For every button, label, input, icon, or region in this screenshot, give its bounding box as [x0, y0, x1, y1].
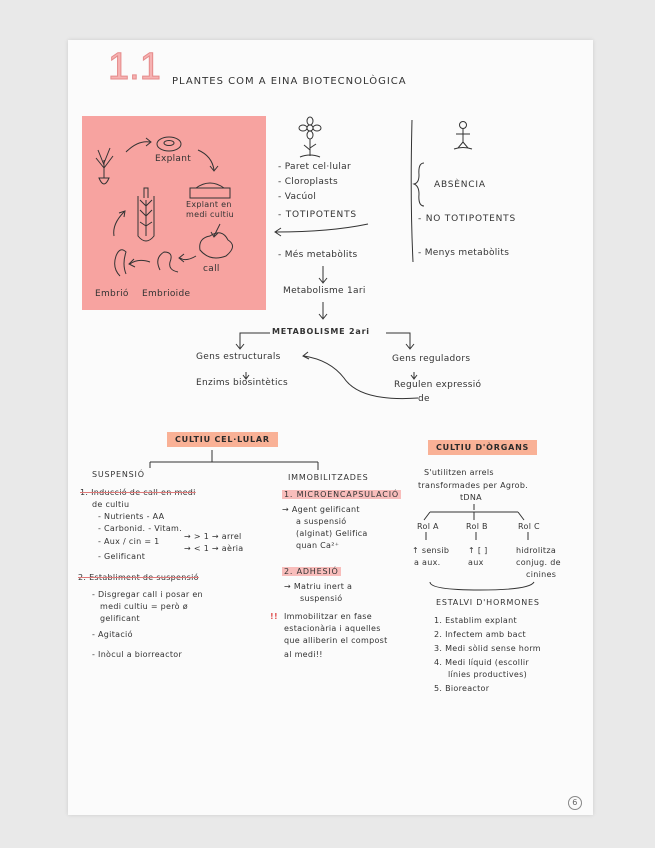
organs-c-2: conjug. de — [516, 558, 561, 567]
cultiu-organs-box: CULTIU D'ÒRGANS — [428, 440, 538, 455]
immob-matriu-2: suspensió — [300, 594, 343, 603]
immob-micro: 1. MICROENCAPSULACIÓ — [282, 490, 401, 499]
organs-step-5: 5. Bioreactor — [434, 684, 490, 693]
susp-disgregar-2: medi cultiu = però ø — [100, 602, 188, 611]
regulen-de: de — [418, 394, 430, 404]
susp-step2: 2. Establiment de suspensió — [78, 573, 199, 582]
animal-menys-metabolits: - Menys metabòlits — [418, 248, 510, 258]
enzims-biosintetics: Enzims biosintètics — [196, 378, 288, 388]
susp-aux-gt: → > 1 → arrel — [184, 532, 242, 541]
organs-b-1: ↑ [ ] — [468, 546, 488, 555]
organs-rol-a: Rol A — [417, 522, 439, 531]
organs-a-2: a aux. — [414, 558, 441, 567]
organs-tdna: tDNA — [460, 493, 482, 502]
animal-absencia: ABSÈNCIA — [434, 180, 486, 190]
cultiu-cellular-box: CULTIU CEL·LULAR — [167, 432, 278, 447]
susp-step1-b: de cultiu — [92, 500, 130, 509]
susp-aux: - Aux / cin = 1 — [98, 537, 160, 546]
label-embrio: Embrió — [95, 289, 129, 299]
immob-title: IMMOBILITZADES — [288, 473, 369, 482]
organs-step-4: 4. Medi líquid (escollir — [434, 658, 529, 667]
susp-step2-text: 2. Establiment de suspensió — [78, 573, 199, 582]
susp-gelificant: - Gelificant — [98, 552, 146, 561]
organs-utilitzen-2: transformades per Agrob. — [418, 481, 529, 490]
immob-warning-icon: !! — [270, 612, 278, 621]
suspensio-title: SUSPENSIÓ — [92, 470, 145, 479]
label-explant-medi-2: medi cultiu — [186, 210, 234, 219]
gens-reguladors: Gens reguladors — [392, 354, 471, 364]
immob-agent-4: quan Ca²⁺ — [296, 541, 340, 550]
organs-step-2: 2. Infectem amb bact — [434, 630, 526, 639]
flower-icon — [298, 116, 322, 158]
immob-agent-3: (alginat) Gelifica — [296, 529, 368, 538]
immob-agent-2: a suspensió — [296, 517, 347, 526]
plant-item-cloroplasts: - Cloroplasts — [278, 177, 338, 187]
column-divider — [410, 119, 414, 263]
cycle-drawings — [95, 136, 233, 277]
susp-disgregar-1: - Disgregar call i posar en — [92, 590, 203, 599]
label-explant-medi-1: Explant en — [186, 200, 232, 209]
immob-warn-4: al medi!! — [284, 650, 323, 659]
susp-nutrients: - Nutrients - AA — [98, 512, 165, 521]
immob-matriu-1: → Matriu inert a — [284, 582, 353, 591]
organs-step-4b: línies productives) — [448, 670, 528, 679]
immob-warn-3: que alliberin el compost — [284, 636, 388, 645]
organs-b-2: aux — [468, 558, 484, 567]
immob-agent-1: → Agent gelificant — [282, 505, 360, 514]
plant-item-vacuol: - Vacúol — [278, 192, 317, 202]
susp-carbonid: - Carbonid. - Vitam. — [98, 524, 182, 533]
susp-disgregar-3: gelificant — [100, 614, 140, 623]
plant-item-paret: - Paret cel·lular — [278, 162, 351, 172]
label-explant: Explant — [155, 154, 192, 164]
organs-utilitzen-1: S'utilitzen arrels — [424, 468, 494, 477]
organs-rol-b: Rol B — [466, 522, 488, 531]
brace — [412, 162, 425, 207]
person-icon — [453, 121, 473, 150]
metabolisme-2ari: METABOLISME 2ari — [272, 327, 370, 336]
susp-inocul: - Inòcul a biorreactor — [92, 650, 183, 659]
plant-item-totipotents: - TOTIPOTENTS — [278, 210, 357, 220]
regulen-expressio: Regulen expressió — [394, 380, 482, 390]
gens-estructurals: Gens estructurals — [196, 352, 281, 362]
susp-agitacio: - Agitació — [92, 630, 133, 639]
organs-estalvi: ESTALVI D'HORMONES — [436, 598, 540, 607]
susp-step1-a-text: 1. Inducció de call en medi — [80, 488, 196, 497]
susp-step1-a: 1. Inducció de call en medi — [80, 488, 196, 497]
page-number: 6 — [568, 796, 582, 810]
propagation-cycle-panel — [82, 116, 266, 310]
immob-warn-1: Immobilitzar en fase — [284, 612, 372, 621]
page-title: PLANTES COM A EINA BIOTECNOLÒGICA — [172, 76, 407, 87]
section-number: 1.1 — [108, 46, 162, 89]
organs-rol-c: Rol C — [518, 522, 540, 531]
organs-step-1: 1. Establim explant — [434, 616, 517, 625]
organs-c-3: cinines — [526, 570, 557, 579]
plant-item-metabolits: - Més metabòlits — [278, 250, 358, 260]
susp-aux-lt: → < 1 → aèria — [184, 544, 244, 553]
metabolisme-1ari: Metabolisme 1ari — [283, 286, 366, 296]
label-call: call — [203, 264, 220, 274]
immob-warn-2: estacionària i aquelles — [284, 624, 381, 633]
organs-step-3: 3. Medi sòlid sense horm — [434, 644, 541, 653]
immob-adhesio: 2. ADHESIÓ — [282, 567, 341, 576]
organs-c-1: hidrolitza — [516, 546, 557, 555]
label-embrioide: Embrioide — [142, 289, 191, 299]
animal-no-totipotents: - NO TOTIPOTENTS — [418, 214, 516, 224]
organs-a-1: ↑ sensib — [412, 546, 450, 555]
